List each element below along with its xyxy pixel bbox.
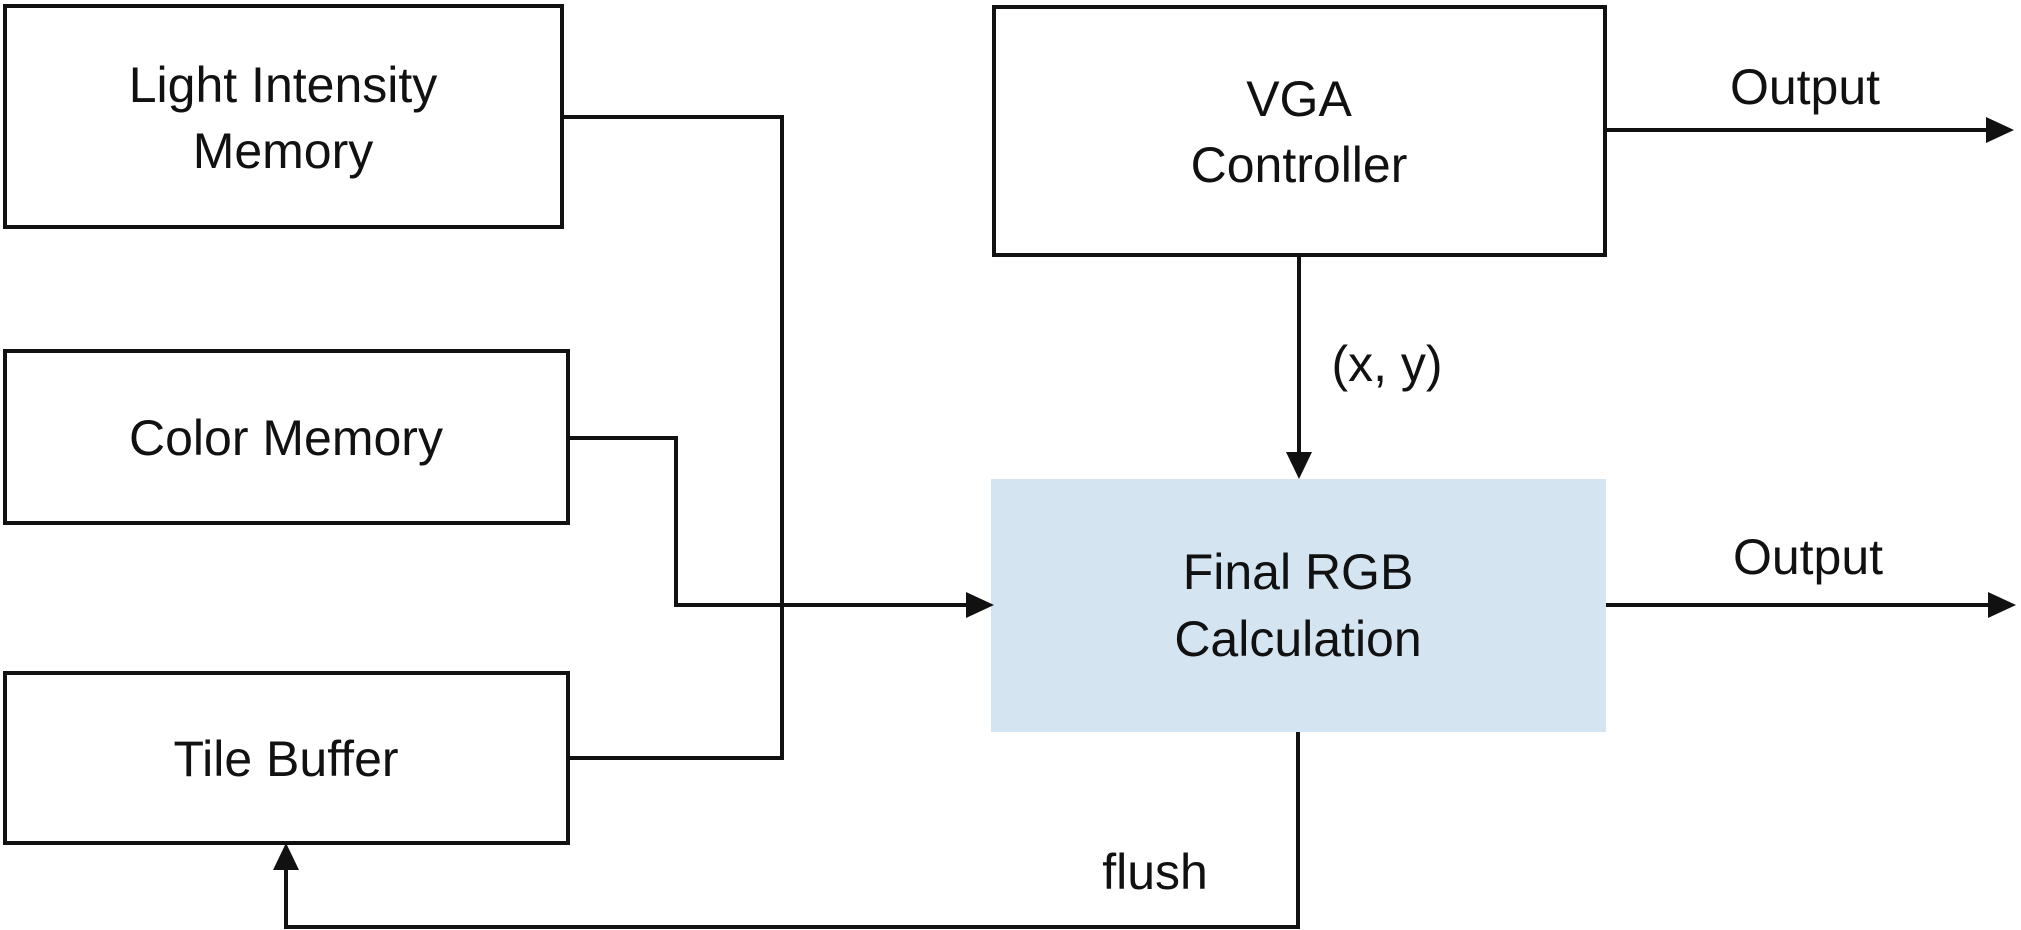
vga-controller-box: VGA Controller — [992, 5, 1607, 257]
rgb-output-label: Output — [1733, 529, 1883, 585]
flush-arrowhead — [273, 843, 299, 870]
vga-to-final-rgb-arrowhead — [1286, 452, 1312, 479]
flush-label: flush — [1102, 844, 1208, 900]
light-intensity-memory-label-line2: Memory — [193, 123, 374, 179]
flush-arrow — [284, 732, 1300, 929]
final-rgb-calculation-box: Final RGB Calculation — [991, 479, 1606, 732]
color-memory-label: Color Memory — [129, 410, 443, 466]
color-memory-box: Color Memory — [3, 349, 570, 525]
vga-controller-label-line2: Controller — [1191, 137, 1408, 193]
color-memory-to-final-rgb-arrow — [568, 436, 990, 610]
final-rgb-calculation-label-line1: Final RGB — [1183, 544, 1414, 600]
light-intensity-memory-label-line1: Light Intensity — [129, 57, 438, 113]
tile-buffer-label: Tile Buffer — [173, 731, 398, 787]
light-intensity-memory-box: Light Intensity Memory — [3, 4, 564, 229]
color-memory-arrowhead — [966, 592, 994, 618]
rgb-output-arrowhead — [1988, 592, 2016, 618]
xy-coordinate-label: (x, y) — [1331, 336, 1442, 392]
final-rgb-calculation-label-line2: Calculation — [1174, 611, 1421, 667]
vga-output-arrowhead — [1986, 117, 2014, 143]
light-intensity-to-tile-buffer-line — [562, 115, 784, 760]
vga-controller-label-line1: VGA — [1246, 71, 1352, 127]
vga-output-label: Output — [1730, 59, 1880, 115]
tile-buffer-box: Tile Buffer — [3, 671, 570, 845]
